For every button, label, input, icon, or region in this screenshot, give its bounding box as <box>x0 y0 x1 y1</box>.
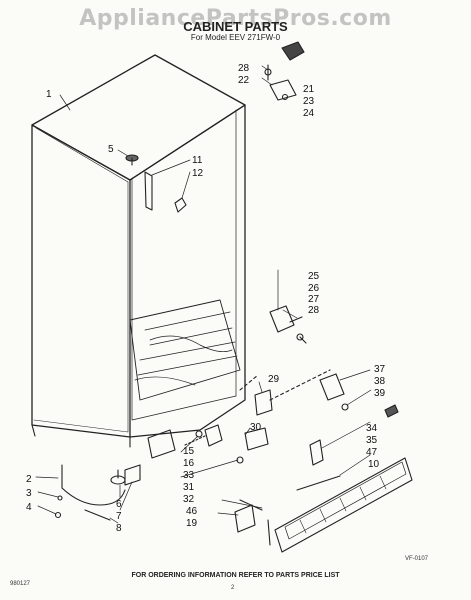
callout-37: 37 <box>374 364 386 375</box>
callout-33: 33 <box>183 470 195 481</box>
callout-28-top: 28 <box>238 63 250 74</box>
toe-grille <box>234 439 413 553</box>
callout-8: 8 <box>116 523 122 534</box>
callout-leaders <box>35 65 372 524</box>
callout-30: 30 <box>250 422 262 433</box>
callout-38: 38 <box>374 376 386 387</box>
callout-4: 4 <box>26 502 32 513</box>
callout-3: 3 <box>26 488 32 499</box>
cabinet-shell <box>31 54 246 448</box>
diagram-subtitle: For Model EEV 271FW-0 <box>190 33 281 42</box>
callout-22: 22 <box>238 75 250 86</box>
callout-12: 12 <box>192 168 204 179</box>
bracket-29 <box>239 369 331 416</box>
callout-2: 2 <box>26 474 32 485</box>
callout-39: 39 <box>374 388 386 399</box>
callout-35: 35 <box>366 435 378 446</box>
callout-21: 21 <box>303 84 315 95</box>
callout-27: 27 <box>308 294 320 305</box>
callout-5: 5 <box>108 144 114 155</box>
leg-and-wire <box>54 464 141 521</box>
callout-10: 10 <box>368 459 380 470</box>
callout-7: 7 <box>116 511 122 522</box>
callout-19: 19 <box>186 518 198 529</box>
ordering-info-footer: FOR ORDERING INFORMATION REFER TO PARTS … <box>131 572 340 579</box>
callout-26: 26 <box>308 283 320 294</box>
center-hinge-assembly <box>269 305 307 344</box>
page-number: 2 <box>231 585 235 591</box>
small-hardware-5-11-12 <box>125 154 187 213</box>
figure-code: VF-0107 <box>405 556 429 562</box>
callout-29: 29 <box>268 374 280 385</box>
callout-6: 6 <box>116 499 122 510</box>
callout-24: 24 <box>303 108 315 119</box>
watermark: AppliancePartsPros.com <box>79 6 392 31</box>
document-code: 980127 <box>10 581 31 587</box>
bottom-hinge-assembly <box>319 373 399 418</box>
callout-47: 47 <box>366 447 378 458</box>
callout-16: 16 <box>183 458 195 469</box>
callout-11: 11 <box>192 155 203 166</box>
callout-15: 15 <box>183 446 195 457</box>
cabinet-floor <box>129 299 241 401</box>
callout-46: 46 <box>186 506 198 517</box>
callout-34: 34 <box>366 423 378 434</box>
diagram-title: CABINET PARTS <box>183 19 288 34</box>
top-hinge-assembly <box>264 41 305 101</box>
callout-25: 25 <box>308 271 320 282</box>
callout-32: 32 <box>183 494 195 505</box>
callout-31: 31 <box>183 482 195 493</box>
callout-1: 1 <box>46 89 52 100</box>
callout-28-mid: 28 <box>308 305 320 316</box>
callout-23: 23 <box>303 96 315 107</box>
